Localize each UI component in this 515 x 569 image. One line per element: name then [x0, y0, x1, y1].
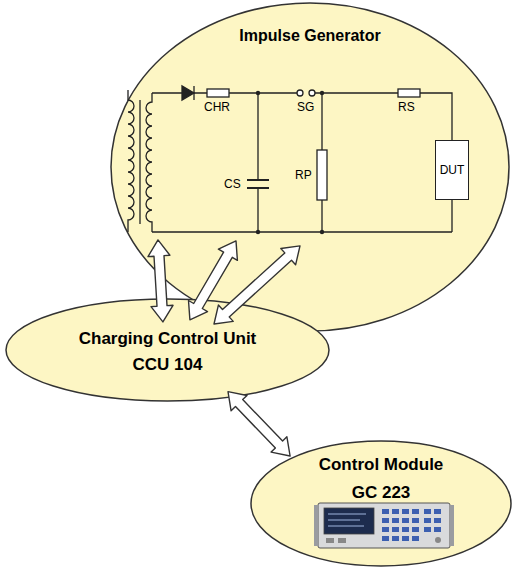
component-label: RS	[398, 100, 415, 114]
label-wrap: CHR	[204, 100, 230, 114]
transformer-primary	[128, 90, 134, 232]
spark-gap-electrode	[309, 90, 315, 96]
diode-symbol	[182, 86, 194, 100]
ellipse-shape	[251, 441, 511, 566]
junction-dot	[320, 230, 324, 234]
junction-dot	[256, 91, 260, 95]
label-wrap: RS	[398, 100, 415, 114]
diode-bar	[193, 86, 194, 100]
node-text: Impulse Generator	[239, 26, 380, 46]
resistor-symbol	[398, 89, 420, 97]
label-wrap: CS	[224, 177, 241, 191]
junction-dot	[256, 230, 260, 234]
node-text: Charging Control Unit CCU 104	[63, 326, 273, 378]
control-module-ellipse: Control Module GC 223	[250, 440, 512, 567]
transformer-secondary	[146, 93, 152, 232]
junction-dot	[320, 91, 324, 95]
label-wrap: SG	[297, 100, 314, 114]
spark-gap-electrode	[297, 90, 303, 96]
component-label: CHR	[204, 100, 230, 114]
ellipse-shape	[111, 3, 509, 331]
text-wrap: Control Module GC 223	[250, 451, 512, 507]
dut-box: DUT	[435, 140, 469, 200]
generator-ellipse: Impulse GeneratorDUT	[110, 2, 510, 332]
capacitor-plate	[247, 187, 269, 189]
label-wrap: RP	[295, 168, 312, 182]
resistor-symbol	[317, 150, 327, 200]
transformer-core	[139, 100, 140, 224]
resistor-symbol	[207, 89, 229, 97]
wire	[152, 93, 452, 232]
text-wrap: Impulse Generator	[110, 26, 510, 46]
device-image	[314, 503, 454, 548]
ellipse-outline	[5, 298, 330, 402]
component-label: SG	[297, 100, 314, 114]
block-arrow	[228, 392, 290, 456]
node-text: DUT	[440, 163, 465, 177]
node-text: Control Module GC 223	[306, 451, 456, 507]
text-wrap: Charging Control Unit CCU 104	[5, 326, 330, 378]
control-unit-ellipse: Charging Control Unit CCU 104	[5, 298, 330, 402]
component-label: RP	[295, 168, 312, 182]
capacitor-plate	[247, 179, 269, 181]
ellipse-shape	[6, 299, 329, 401]
component-label: CS	[224, 177, 241, 191]
